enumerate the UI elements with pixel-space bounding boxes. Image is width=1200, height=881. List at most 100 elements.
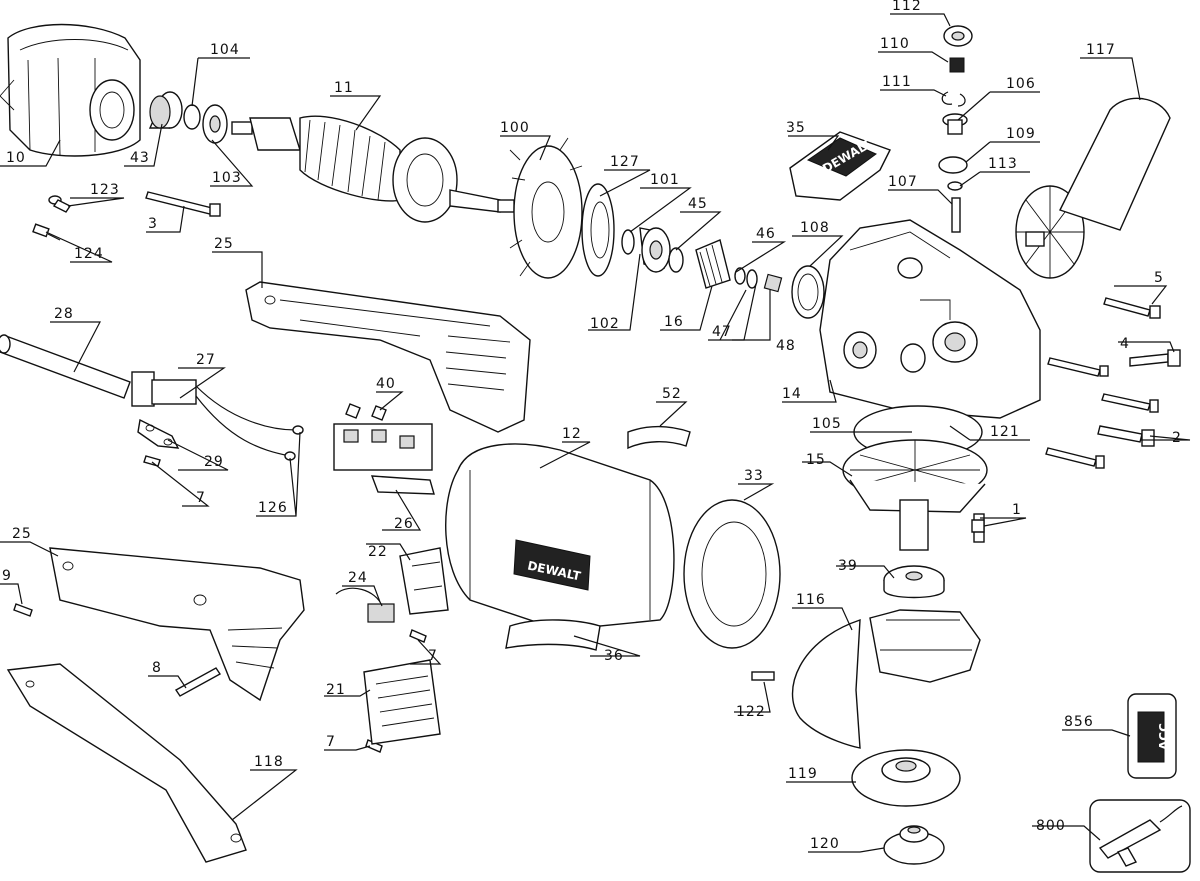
rear-ring-part <box>683 499 781 649</box>
label-103: 103 <box>212 170 242 186</box>
guard-pin-part <box>751 671 775 681</box>
label-1: 1 <box>1012 502 1022 518</box>
label-109: 109 <box>1006 126 1036 142</box>
part-number-labels: 112 110 111 106 109 113 107 117 104 11 1… <box>2 0 1182 852</box>
label-24: 24 <box>348 570 368 586</box>
label-2: 2 <box>1172 430 1182 446</box>
label-15: 15 <box>806 452 826 468</box>
spindle-bearing-group <box>621 227 684 273</box>
label-27: 27 <box>196 352 216 368</box>
o-ring-part <box>791 265 825 319</box>
label-118: 118 <box>254 754 284 770</box>
spanner-wrench-part <box>6 663 247 863</box>
label-46: 46 <box>756 226 776 242</box>
leader-lines <box>0 13 1191 853</box>
accessory-kit-part: ACC <box>1127 693 1177 779</box>
label-33: 33 <box>744 468 764 484</box>
side-handle-part <box>1015 97 1171 279</box>
wheel-guard-part <box>791 609 981 749</box>
label-108: 108 <box>800 220 830 236</box>
label-107: 107 <box>888 174 918 190</box>
label-14: 14 <box>782 386 802 402</box>
washer-nut-part <box>734 267 783 293</box>
label-121: 121 <box>990 424 1020 440</box>
label-39: 39 <box>838 558 858 574</box>
label-119: 119 <box>788 766 818 782</box>
spindle-lock-stack <box>938 25 973 233</box>
label-7-c: 7 <box>326 734 336 750</box>
label-124: 124 <box>74 246 104 262</box>
label-21: 21 <box>326 682 346 698</box>
label-7-a: 7 <box>196 490 206 506</box>
label-48: 48 <box>776 338 796 354</box>
brush-holder-part <box>335 547 449 623</box>
field-coil-part <box>0 23 141 157</box>
pinion-gear-part <box>695 239 731 289</box>
label-111: 111 <box>882 74 912 90</box>
lower-bearing-part <box>883 565 945 599</box>
bolts-group <box>1045 297 1181 469</box>
label-122: 122 <box>736 704 766 720</box>
gear-case-part <box>819 219 1041 419</box>
backing-disc-part <box>851 749 961 807</box>
label-102: 102 <box>590 316 620 332</box>
label-52: 52 <box>662 386 682 402</box>
label-11: 11 <box>334 80 354 96</box>
tool-kit-part <box>1089 799 1191 873</box>
label-25-top: 25 <box>214 236 234 252</box>
label-28: 28 <box>54 306 74 322</box>
gear-case-cover-part: DEWALT <box>789 131 891 201</box>
label-36: 36 <box>604 648 624 664</box>
label-9: 9 <box>2 568 12 584</box>
lock-nut-part <box>883 825 945 865</box>
screw-3-part <box>145 191 221 217</box>
label-47: 47 <box>712 324 732 340</box>
wires-part <box>151 379 304 461</box>
terminals-part <box>32 195 72 241</box>
label-120: 120 <box>810 836 840 852</box>
label-126: 126 <box>258 500 288 516</box>
small-screws-part <box>143 455 985 753</box>
switch-part <box>333 403 435 495</box>
label-101: 101 <box>650 172 680 188</box>
brush-cover-part <box>363 659 441 745</box>
bearing-sleeve-part <box>148 91 183 129</box>
label-105: 105 <box>812 416 842 432</box>
baffle-part <box>581 183 615 277</box>
label-4: 4 <box>1120 336 1130 352</box>
label-7-b: 7 <box>428 648 438 664</box>
label-25-bottom: 25 <box>12 526 32 542</box>
kit-label-text: ACC <box>1157 723 1171 750</box>
spindle-assembly-part <box>842 405 988 551</box>
label-45: 45 <box>688 196 708 212</box>
handle-upper-part <box>245 281 531 433</box>
label-106: 106 <box>1006 76 1036 92</box>
label-123: 123 <box>90 182 120 198</box>
bearing-part <box>183 104 228 144</box>
label-35: 35 <box>786 120 806 136</box>
label-12: 12 <box>562 426 582 442</box>
label-100: 100 <box>500 120 530 136</box>
label-112: 112 <box>892 0 922 14</box>
label-3: 3 <box>148 216 158 232</box>
label-117: 117 <box>1086 42 1116 58</box>
label-856: 856 <box>1064 714 1094 730</box>
label-113: 113 <box>988 156 1018 172</box>
label-29: 29 <box>204 454 224 470</box>
cord-part <box>0 334 155 407</box>
label-127: 127 <box>610 154 640 170</box>
label-22: 22 <box>368 544 388 560</box>
armature-part <box>231 115 515 223</box>
label-26: 26 <box>394 516 414 532</box>
label-5: 5 <box>1154 270 1164 286</box>
label-43: 43 <box>130 150 150 166</box>
label-16: 16 <box>664 314 684 330</box>
label-10: 10 <box>6 150 26 166</box>
label-40: 40 <box>376 376 396 392</box>
label-sheets-part <box>505 426 691 651</box>
cord-clamp-part <box>137 418 180 449</box>
handle-screws-part <box>13 603 222 697</box>
handle-lower-part <box>49 547 305 702</box>
label-116: 116 <box>796 592 826 608</box>
